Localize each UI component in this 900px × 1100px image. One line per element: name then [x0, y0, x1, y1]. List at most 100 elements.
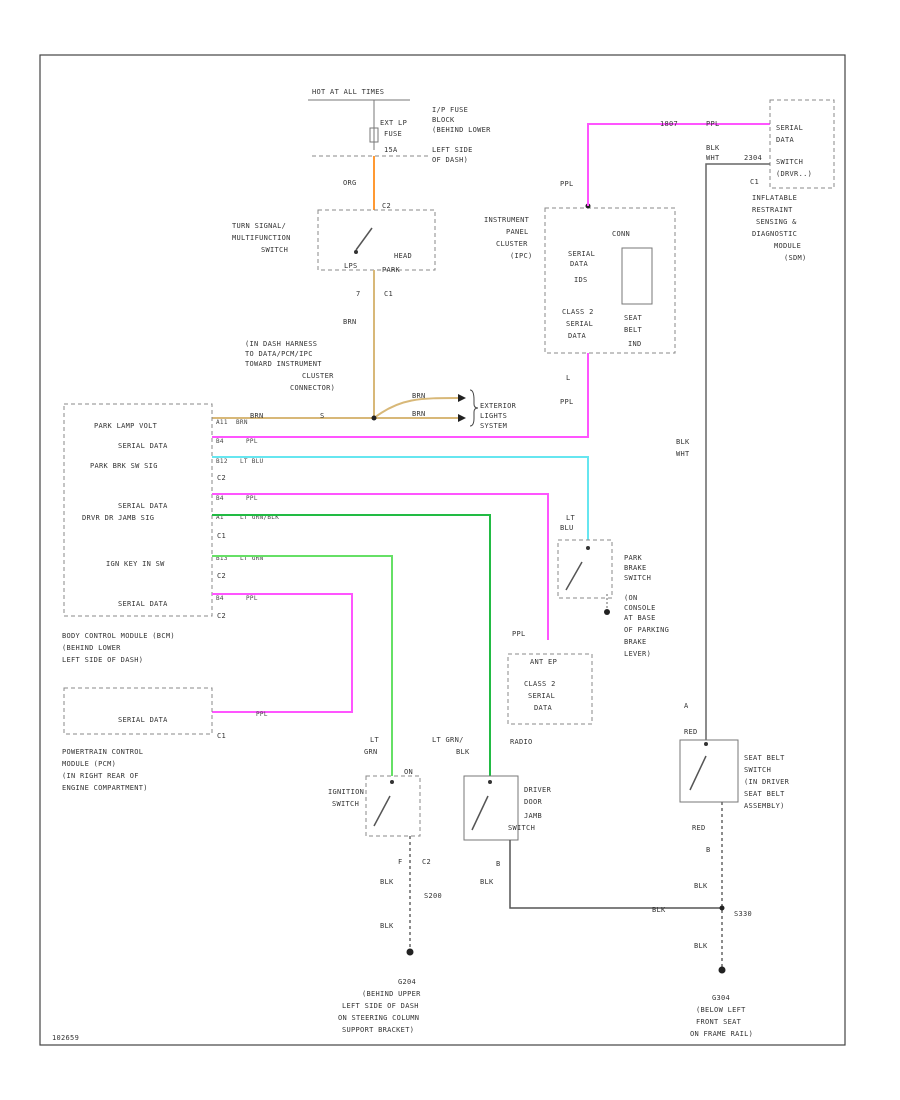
diagram-frame — [39, 54, 846, 1046]
harness-label-2: TO DATA/PCM/IPC — [245, 350, 313, 358]
pcm-label-4: ENGINE COMPARTMENT) — [62, 784, 148, 792]
exterior-brace — [469, 389, 479, 427]
seat-ind-1: SEAT — [624, 314, 643, 322]
orange-wire-label: ORG — [343, 179, 357, 187]
ppl-wire-pcm — [212, 593, 353, 713]
pcm-c1: C1 — [217, 732, 226, 740]
belt-pivot — [704, 742, 708, 746]
bcm-w7-color: PPL — [246, 595, 258, 602]
harness-brn-3: BRN — [250, 412, 264, 420]
jamb-label-1: DRIVER — [524, 786, 552, 794]
ign-blk-2: BLK — [380, 922, 394, 930]
sdm-module: SERIAL DATA SWITCH (DRVR..) C1 BLK WHT 2… — [706, 99, 835, 262]
s330-splice — [719, 905, 725, 911]
pcm-box — [63, 687, 213, 735]
seat-ind-3: IND — [628, 340, 642, 348]
turn-switch-head: HEAD — [394, 252, 412, 260]
bcm-c2b: C2 — [217, 572, 226, 580]
radio-name: RADIO — [510, 738, 533, 746]
belt-a: A — [684, 702, 689, 710]
belt-splice: S330 — [734, 910, 752, 918]
sdm-label-1: INFLATABLE — [752, 194, 797, 202]
sdm-down-blk: BLK — [676, 438, 690, 446]
bcm-w1-pin: A11 — [216, 419, 228, 426]
bcm-c1a: C1 — [217, 532, 226, 540]
arrow-ext-2 — [458, 414, 466, 422]
bcm-serial-data-2: SERIAL DATA — [118, 502, 168, 510]
fuse-label-1: EXT LP — [380, 119, 407, 127]
seat-belt-switch: A RED SEAT BELT SWITCH (IN DRIVER SEAT B… — [679, 702, 790, 974]
belt-red: RED — [684, 728, 698, 736]
ign-splice: S200 — [424, 892, 442, 900]
harness-label-1: (IN DASH HARNESS — [245, 340, 317, 348]
body-control-module: PARK LAMP VOLT SERIAL DATA PARK BRK SW S… — [62, 403, 226, 664]
splice-dot — [371, 415, 377, 421]
belt-label-3: (IN DRIVER — [744, 778, 790, 786]
fuse-block-label-3: (BEHIND LOWER — [432, 126, 491, 134]
sdm-wire-label: PPL — [706, 120, 720, 128]
belt-label-1: SEAT BELT — [744, 754, 785, 762]
ign-pivot — [390, 780, 394, 784]
jamb-ground-wire — [509, 840, 722, 909]
turn-switch-park: PARK — [382, 266, 401, 274]
turn-switch-pivot — [354, 250, 358, 254]
ppl-wire-ipc-top — [587, 123, 770, 206]
jamb-wht: BLK — [652, 906, 666, 914]
ipc-pin-l: L — [566, 374, 571, 382]
figure-code: 102659 — [52, 1034, 79, 1042]
bcm-w5-pin: A1 — [216, 514, 224, 521]
instrument-panel-cluster: INSTRUMENT PANEL CLUSTER (IPC) CONN SERI… — [484, 180, 676, 406]
hot-at-all-times-label: HOT AT ALL TIMES — [312, 88, 384, 96]
ipc-serial-2: DATA — [570, 260, 589, 268]
fuse-symbol — [369, 127, 379, 143]
driver-door-jamb-switch: LT GRN/ BLK DRIVER DOOR JAMB SWITCH B BL… — [432, 736, 722, 914]
belt-blk-3: BLK — [694, 942, 708, 950]
pcm-label-3: (IN RIGHT REAR OF — [62, 772, 139, 780]
ign-contact — [373, 795, 391, 827]
belt-red-2: RED — [692, 824, 706, 832]
ipc-conn: CONN — [612, 230, 630, 238]
belt-label-2: SWITCH — [744, 766, 771, 774]
ign-label-1: IGNITION — [328, 788, 364, 796]
sdm-switch-2: (DRVR..) — [776, 170, 812, 178]
belt-contact — [689, 755, 707, 791]
ign-ltgrn-2: GRN — [364, 748, 378, 756]
ipc-class-3: DATA — [568, 332, 587, 340]
ipc-ppl-top: PPL — [560, 180, 574, 188]
g304-id: G304 — [712, 994, 730, 1002]
g304-ground-dot — [718, 966, 726, 974]
exterior-label-1: EXTERIOR — [480, 402, 517, 410]
belt-b: B — [706, 846, 711, 854]
jamb-label-2: DOOR — [524, 798, 543, 806]
bcm-w4-color: PPL — [246, 495, 258, 502]
g204-label-3: ON STEERING COLUMN — [338, 1014, 419, 1022]
turn-switch-contact — [355, 227, 373, 251]
ipc-serial-3: IDS — [574, 276, 588, 284]
sdm-serial-1: SERIAL — [776, 124, 803, 132]
bcm-label-3: LEFT SIDE OF DASH) — [62, 656, 143, 664]
bcm-w7-pin: B4 — [216, 595, 224, 602]
ground-g304: G304 (BELOW LEFT FRONT SEAT ON FRAME RAI… — [690, 994, 753, 1038]
park-label-1: PARK — [624, 554, 643, 562]
belt-label-5: ASSEMBLY) — [744, 802, 785, 810]
bcm-box — [63, 403, 213, 617]
fuse-block-label-1: I/P FUSE — [432, 106, 468, 114]
ipc-class-1: CLASS 2 — [562, 308, 594, 316]
radio: PPL ANT EP CLASS 2 SERIAL DATA RADIO — [507, 630, 593, 746]
sdm-wht: WHT — [706, 154, 720, 162]
g204-label-2: LEFT SIDE OF DASH — [342, 1002, 419, 1010]
turn-switch-pin: 7 — [356, 290, 361, 298]
radio-conn: ANT EP — [530, 658, 557, 666]
ipc-label-4: (IPC) — [510, 252, 533, 260]
blk-wire-sdm — [705, 163, 770, 740]
ignition-box — [365, 775, 421, 837]
ltgrn-wire — [212, 555, 393, 776]
turn-switch-label-1: TURN SIGNAL/ — [232, 222, 286, 230]
sdm-wire-num: 1807 — [660, 120, 678, 128]
sdm-box — [769, 99, 835, 189]
dkgrn-wire — [212, 514, 491, 776]
fuse-block-label-4: LEFT SIDE — [432, 146, 473, 154]
pcm-label-1: POWERTRAIN CONTROL — [62, 748, 143, 756]
bcm-w4-pin: B4 — [216, 495, 224, 502]
radio-label-1: CLASS 2 — [524, 680, 556, 688]
